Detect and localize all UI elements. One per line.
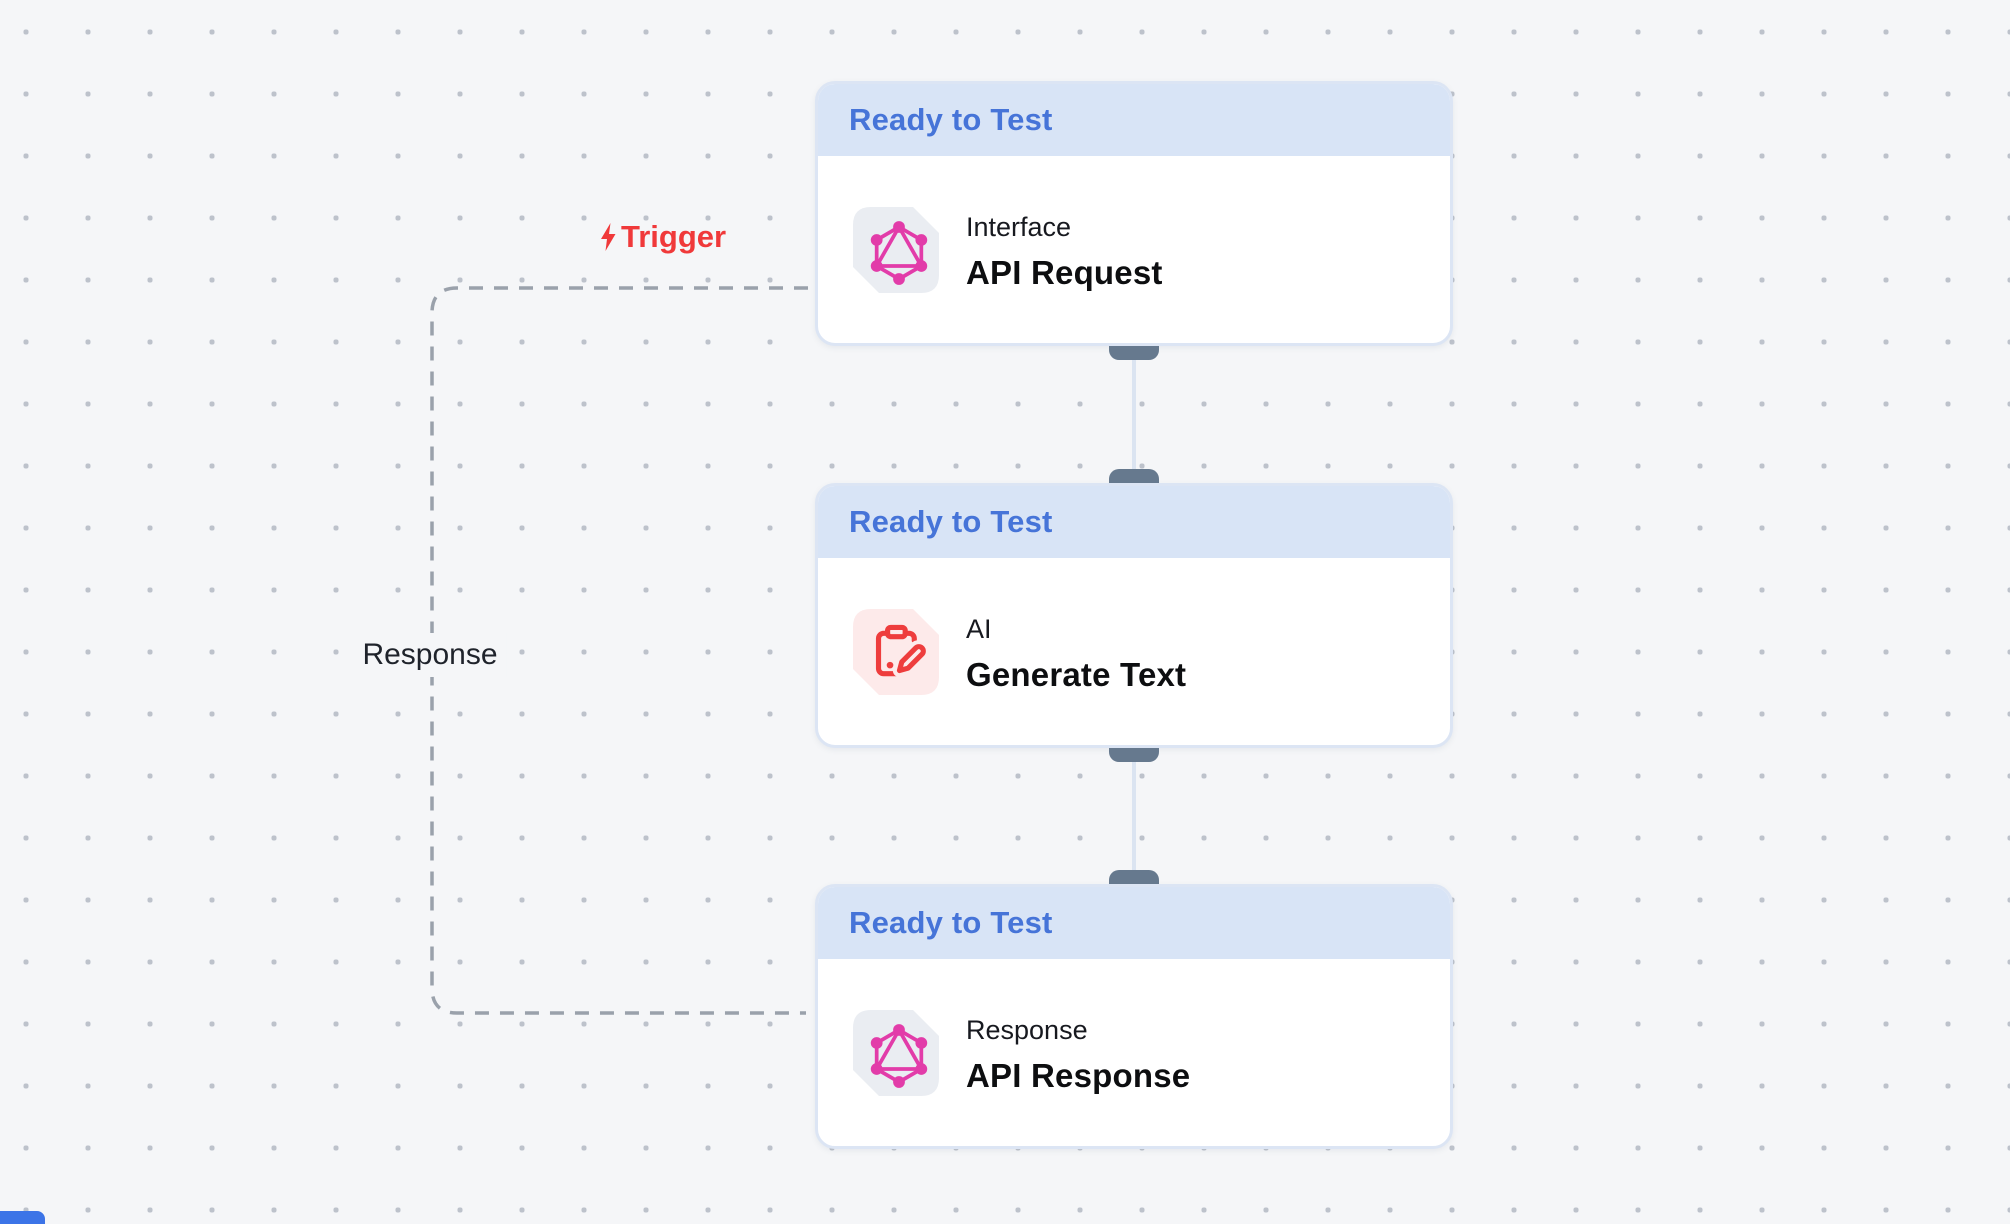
- graphql-icon: [853, 206, 939, 293]
- status-badge: Ready to Test: [849, 504, 1053, 539]
- node-title: API Response: [966, 1056, 1191, 1094]
- response-edge-label: Response: [353, 633, 507, 677]
- node-api-request[interactable]: Ready to Test Interface API Request: [815, 81, 1453, 346]
- trigger-edge-label-text: Trigger: [621, 219, 727, 254]
- graphql-icon: [853, 1009, 939, 1096]
- node-status-header: Ready to Test: [818, 887, 1450, 959]
- node2-output-port[interactable]: [1109, 748, 1159, 762]
- node-category: AI: [966, 613, 992, 644]
- node-status-header: Ready to Test: [818, 486, 1450, 558]
- node-api-response[interactable]: Ready to Test Response API Response: [815, 884, 1453, 1149]
- node-title: API Request: [966, 253, 1163, 291]
- node-category: Response: [966, 1014, 1088, 1045]
- node-status-header: Ready to Test: [818, 84, 1450, 156]
- connector-node2-node3: [1132, 748, 1136, 885]
- node3-input-port[interactable]: [1109, 870, 1159, 884]
- node2-input-port[interactable]: [1109, 469, 1159, 483]
- node1-output-port[interactable]: [1109, 346, 1159, 360]
- lightning-bolt-icon: [601, 223, 616, 251]
- bottom-left-partial-element: [0, 1211, 45, 1224]
- clipboard-pen-icon: [853, 608, 939, 695]
- node-title: Generate Text: [966, 655, 1187, 693]
- status-badge: Ready to Test: [849, 905, 1053, 940]
- status-badge: Ready to Test: [849, 102, 1053, 137]
- node-generate-text[interactable]: Ready to Test AI Generate Text: [815, 483, 1453, 748]
- node-category: Interface: [966, 211, 1072, 242]
- connector-node1-node2: [1132, 346, 1136, 484]
- trigger-edge-label: Trigger: [596, 219, 726, 255]
